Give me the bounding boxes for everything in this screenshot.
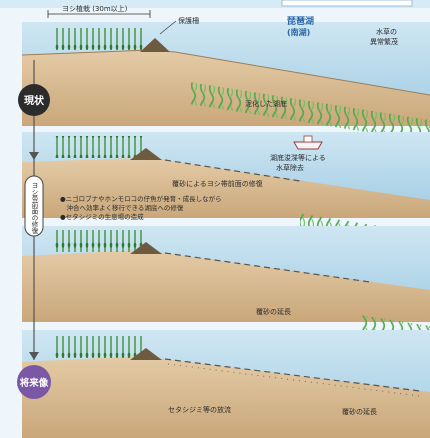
bullet-2: 沖合へ効率よく移行できる湖底への修復 <box>60 203 184 212</box>
sand-extension-label-2: 覆砂の延長 <box>342 407 377 416</box>
stage-current-label: 現状 <box>24 94 45 107</box>
boat-label: 湖底浚渫等による <box>270 153 326 162</box>
bullet-3: ●セタシジミの生息場の造成 <box>60 212 144 221</box>
reed-width-label: ヨシ植栽 (30m以上) <box>62 4 128 13</box>
stage-transition-label: ヨシ帯前面の修復 <box>30 182 38 236</box>
reed-bed <box>54 28 144 50</box>
panel-current: 保護柵 琵琶湖 (南湖) 水草の 異常繁茂 泥化した湖底 <box>22 15 430 142</box>
header-band: ヨシ植栽 (30m以上) <box>0 0 430 18</box>
embankment-label: 保護柵 <box>178 16 199 25</box>
weed-label-2: 異常繁茂 <box>370 37 398 46</box>
weed-label: 水草の <box>376 27 397 36</box>
lake-name: 琵琶湖 <box>287 15 314 27</box>
sand-extension-label: 覆砂の延長 <box>256 307 291 316</box>
panel-future: セタシジミ等の放流 覆砂の延長 <box>22 330 430 438</box>
boat-label-2: 水草除去 <box>276 163 304 172</box>
stage-future-label: 将来像 <box>20 377 49 389</box>
lake-sub: (南湖) <box>287 27 310 37</box>
clam-release-label: セタシジミ等の放流 <box>168 405 231 414</box>
sand-label: 覆砂によるヨシ帯前面の修復 <box>172 179 263 188</box>
bullet-1: ●ニゴロブナやホンモロコの仔魚が発育・成長しながら <box>60 194 222 203</box>
mud-label: 泥化した湖底 <box>245 99 287 108</box>
